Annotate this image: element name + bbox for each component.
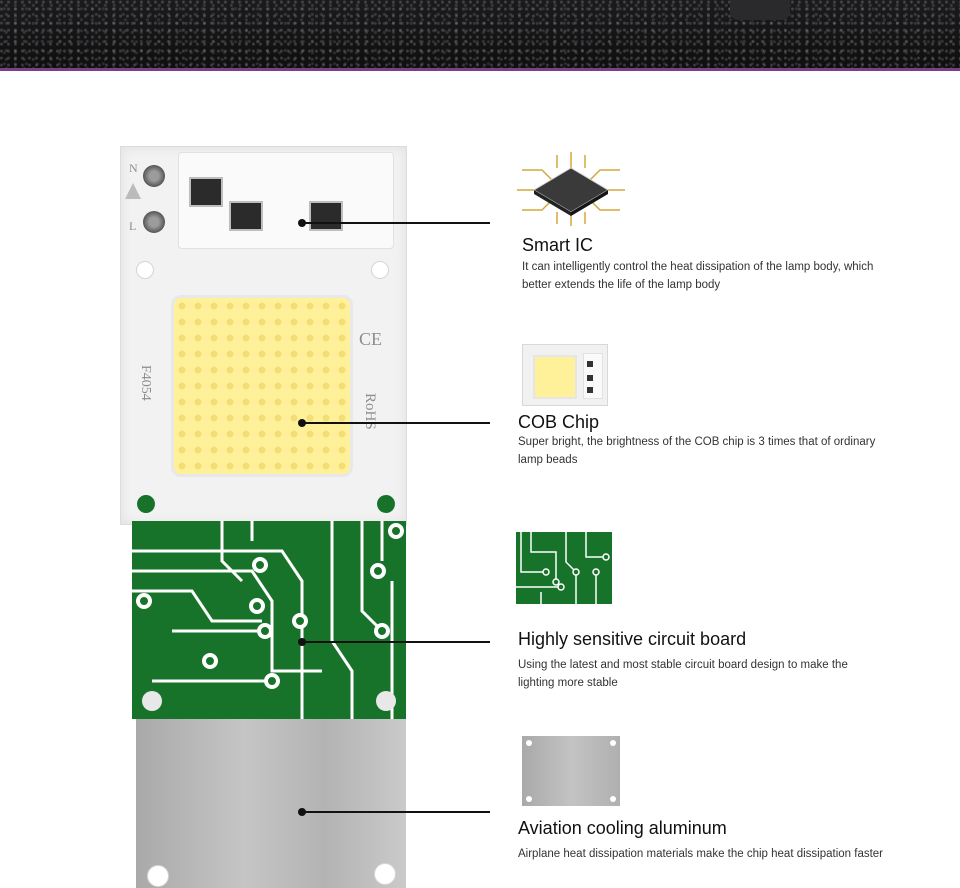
feature-description: Super bright, the brightness of the COB … [518,436,876,466]
mounting-hole [136,261,154,279]
mounting-hole [374,863,396,885]
feature-title: Aviation cooling aluminum [518,818,727,838]
feature-description: Airplane heat dissipation materials make… [518,848,884,860]
driver-ic-area [178,152,394,249]
white-pcb: N L F4054 CE RoHS [120,146,407,525]
pcb-label-l: L [129,219,137,233]
ce-mark: CE [359,329,383,349]
header-accent-line [0,68,960,71]
pointer-line-cob-chip [298,419,490,427]
mounting-hole [371,261,389,279]
feature-title: Smart IC [522,235,594,255]
pointer-line-smart-ic [298,219,490,227]
feature-title: COB Chip [518,412,600,432]
circuit-board-icon [516,532,612,604]
header-texture-band [0,0,960,68]
pointer-line-aluminum [298,808,490,816]
mounting-hole [137,495,155,513]
led-module-illustration: N L F4054 CE RoHS [120,146,410,888]
feature-description: Using the latest and most stable circuit… [518,659,848,689]
pointer-line-circuit-board [298,638,490,646]
feature-title: Highly sensitive circuit board [518,629,747,649]
green-circuit-board [132,521,406,719]
warning-triangle-icon [125,183,141,199]
mounting-hole [377,495,395,513]
screw-terminal-icon [143,211,165,233]
ic-chip-icon [189,177,223,207]
ic-chip-icon [229,201,263,231]
cob-led-surface [171,295,353,477]
circuit-traces-icon [132,521,404,719]
aluminum-heatsink [136,719,406,888]
chip-icon [512,150,630,228]
feature-description: It can intelligently control the heat di… [522,261,874,291]
mounting-hole [147,865,169,887]
header-device-edge [730,0,790,20]
cob-module-icon [522,344,608,406]
aluminum-plate-icon [522,736,620,806]
screw-terminal-icon [143,165,165,187]
pcb-label-n: N [129,161,138,175]
ic-chip-icon [309,201,343,231]
rohs-mark: RoHS [362,393,378,430]
pcb-model-label: F4054 [138,365,153,401]
